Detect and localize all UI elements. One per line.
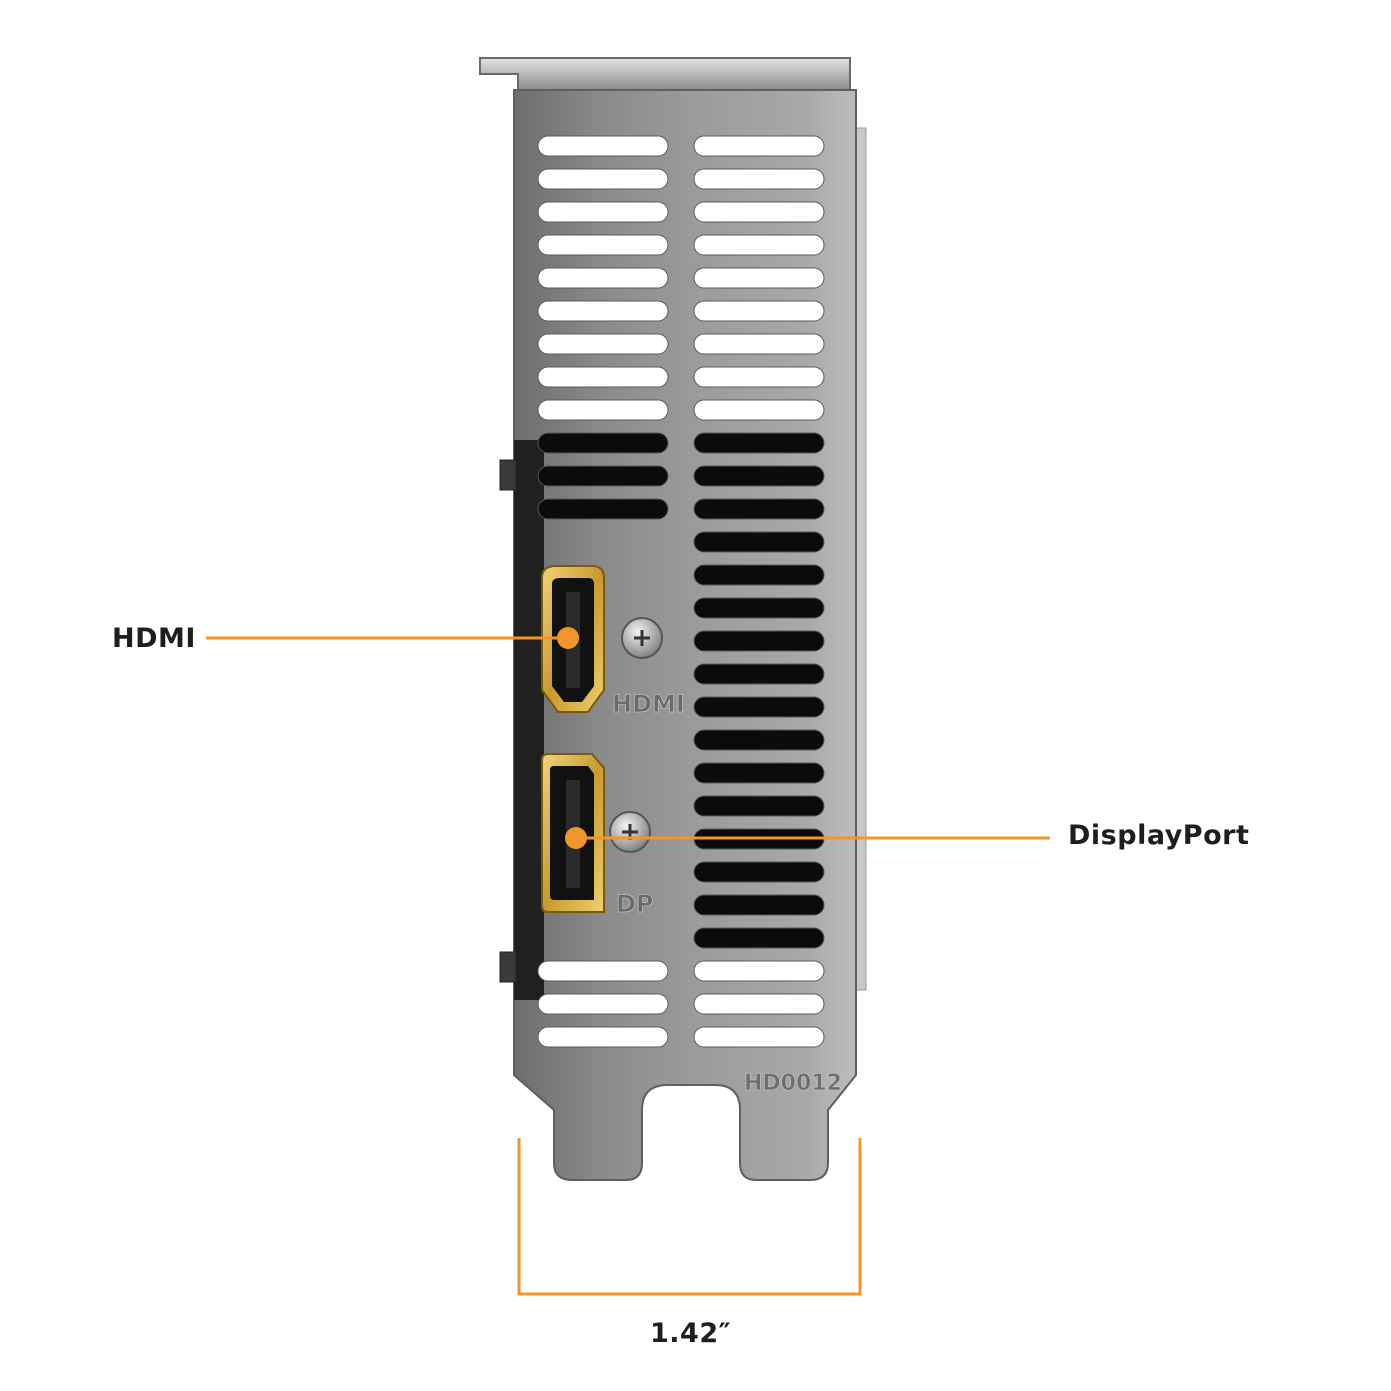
vent-slot	[537, 300, 669, 322]
vent-slot	[693, 498, 825, 520]
hdmi-callout-label: HDMI	[112, 623, 196, 654]
bracket-top-tab	[479, 57, 851, 91]
vent-slot	[537, 333, 669, 355]
vent-slot	[693, 861, 825, 883]
vent-slot	[693, 762, 825, 784]
orange-dot-icon	[557, 627, 579, 649]
vent-slot	[693, 960, 825, 982]
vent-slot	[693, 1026, 825, 1048]
vent-slot	[537, 168, 669, 190]
orange-dot-icon	[565, 827, 587, 849]
vent-slot	[693, 267, 825, 289]
vent-slot	[693, 465, 825, 487]
displayport-callout-label: DisplayPort	[1068, 820, 1250, 851]
vent-slot	[693, 168, 825, 190]
vent-slot	[537, 267, 669, 289]
vent-slot	[693, 300, 825, 322]
vent-slot	[537, 135, 669, 157]
vent-slot	[537, 960, 669, 982]
vent-slots	[537, 135, 825, 1048]
mounting-post-top	[499, 459, 517, 491]
vent-slot	[693, 564, 825, 586]
vent-slot	[693, 366, 825, 388]
vent-slot	[537, 432, 669, 454]
vent-slot	[693, 663, 825, 685]
vent-slot	[537, 201, 669, 223]
dp-engraving: DP	[616, 890, 654, 918]
vent-slot	[693, 399, 825, 421]
vent-slot	[537, 465, 669, 487]
width-dimension-label: 1.42″	[650, 1318, 732, 1349]
vent-slot	[693, 531, 825, 553]
vent-slot	[537, 1026, 669, 1048]
vent-slot	[693, 894, 825, 916]
vent-slot	[693, 993, 825, 1015]
vent-slot	[693, 927, 825, 949]
hdmi-engraving: HDMI	[612, 690, 685, 718]
vent-slot	[693, 696, 825, 718]
vent-slot	[537, 234, 669, 256]
vent-slot	[537, 399, 669, 421]
part-number-engraving: HD0012	[744, 1071, 842, 1096]
vent-slot	[693, 201, 825, 223]
mounting-post-bottom	[499, 951, 517, 983]
vent-slot	[693, 597, 825, 619]
card-internals	[514, 440, 544, 1000]
vent-slot	[693, 333, 825, 355]
width-dimension-line	[517, 1138, 862, 1296]
vent-slot	[537, 993, 669, 1015]
vent-slot	[537, 366, 669, 388]
vent-slot	[693, 795, 825, 817]
vent-slot	[693, 135, 825, 157]
vent-slot	[693, 630, 825, 652]
vent-slot	[537, 498, 669, 520]
phillips-screw-icon	[609, 811, 651, 853]
vent-slot	[693, 432, 825, 454]
vent-slot	[693, 234, 825, 256]
phillips-screw-icon	[621, 617, 663, 659]
vent-slot	[693, 729, 825, 751]
